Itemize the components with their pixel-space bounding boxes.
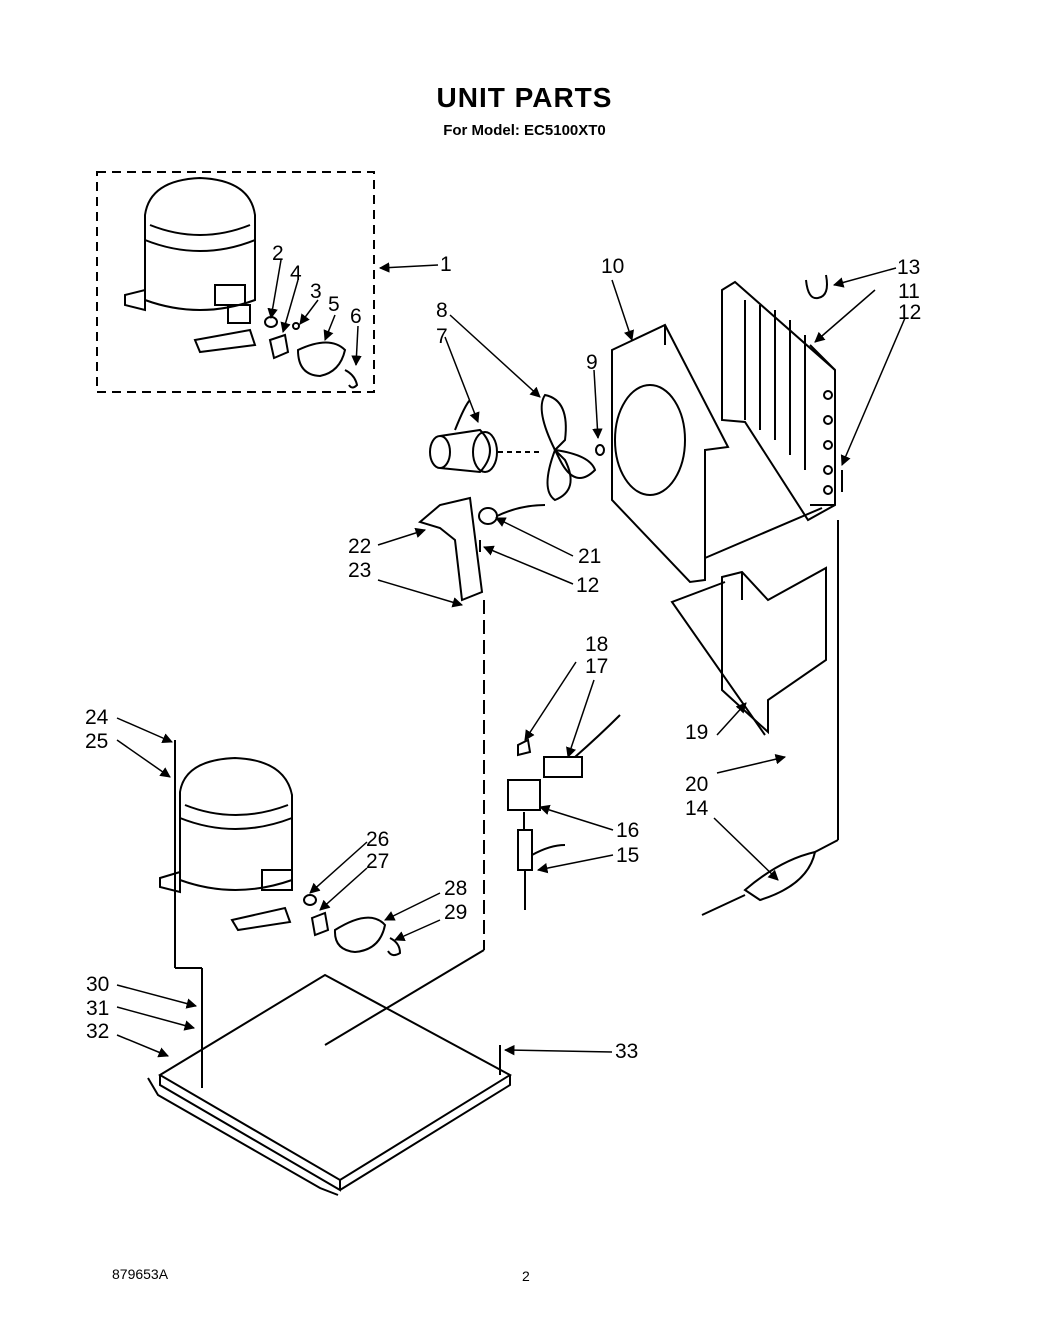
callout-label: 5 (328, 293, 340, 316)
callout-label: 12 (576, 574, 600, 597)
compressor-lower-drawing (159, 740, 402, 1088)
callout-label: 18 (585, 633, 609, 656)
callout-label: 30 (86, 973, 110, 996)
callout-label: 15 (616, 844, 640, 867)
page-title: UNIT PARTS (436, 82, 613, 113)
callout-label: 25 (85, 730, 109, 753)
shroud-baffle-connector (670, 507, 823, 736)
callout-label: 32 (86, 1020, 110, 1043)
drier-drawing (701, 520, 839, 916)
callout-label: 10 (601, 255, 625, 278)
fan-blade-drawing (540, 393, 605, 502)
callout-label: 2 (272, 242, 284, 265)
callout-label: 21 (578, 545, 602, 568)
callout-label: 6 (350, 305, 362, 328)
compressor-assembly-box (96, 171, 375, 393)
page-number: 2 (522, 1268, 530, 1284)
callout-label: 31 (86, 997, 110, 1020)
compressor-top-drawing (124, 176, 359, 389)
callout-label: 23 (348, 559, 372, 582)
callout-label: 8 (436, 299, 448, 322)
callout-label: 26 (366, 828, 390, 851)
callout-label: 27 (366, 850, 390, 873)
diagram-part-number: 879653A (112, 1266, 169, 1282)
relay-parts-drawing (507, 714, 621, 910)
condenser-drawing (721, 280, 836, 522)
callout-label: 28 (444, 877, 468, 900)
mount-diagonal (324, 949, 485, 1046)
u-tube-drawing (805, 274, 828, 300)
callout-label: 12 (898, 301, 922, 324)
callout-label: 11 (898, 280, 920, 303)
callout-label: 9 (586, 351, 598, 374)
callout-label: 13 (897, 256, 921, 279)
fan-motor-drawing (429, 399, 540, 474)
callout-label: 20 (685, 773, 709, 796)
baffle-drawing (721, 566, 827, 735)
callout-label: 4 (290, 262, 302, 285)
leader-lines (116, 259, 906, 1058)
base-plate-drawing (147, 973, 512, 1196)
callout-label: 29 (444, 901, 468, 924)
model-subtitle: For Model: EC5100XT0 (443, 122, 606, 139)
callout-label: 1 (440, 253, 452, 276)
fan-shroud-drawing (611, 323, 730, 584)
callout-label: 14 (685, 797, 709, 820)
callout-label: 24 (85, 706, 109, 729)
callout-label: 3 (310, 280, 322, 303)
motor-bracket-drawing (417, 496, 546, 602)
callout-label: 16 (616, 819, 640, 842)
callout-label: 7 (436, 325, 448, 348)
callout-label: 19 (685, 721, 709, 744)
callout-label: 17 (585, 655, 609, 678)
callout-label: 33 (615, 1040, 639, 1063)
callout-label: 22 (348, 535, 372, 558)
